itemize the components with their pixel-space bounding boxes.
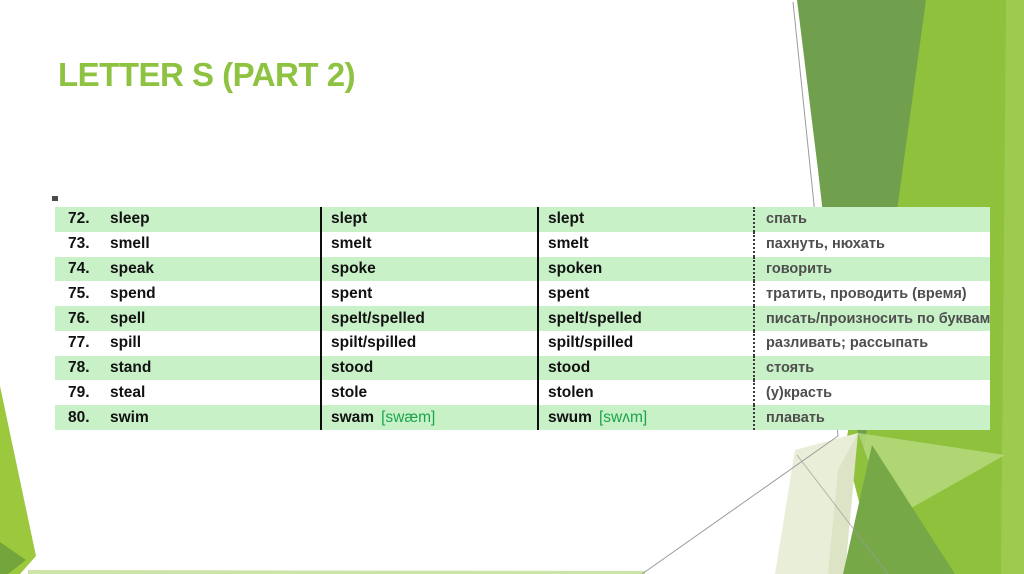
verb-form: spilt/spilled — [548, 334, 634, 352]
verb-form: swam — [331, 408, 375, 426]
cell-number-base: 77. spill — [55, 331, 320, 356]
verb-form: stood — [548, 359, 591, 377]
cell-past-simple: spent — [320, 281, 537, 307]
cell-past-simple: spilt/spilled — [320, 330, 537, 356]
row-number: 74. — [68, 259, 90, 277]
table-row: 76. spell spelt/spelled spelt/spelled писать… — [55, 306, 990, 331]
row-number: 73. — [68, 235, 90, 253]
table-row: 77. spill spilt/spilled spilt/spilled разлив… — [55, 330, 990, 356]
ipa-transcription: [swæm] — [381, 408, 436, 426]
decor-mid-green-triangle — [843, 445, 955, 574]
cell-translation: тратить, проводить (время) — [753, 281, 990, 307]
verb-base: smell — [110, 235, 150, 253]
cell-past-participle: swum [swʌm] — [537, 405, 753, 431]
decor-hairline-lower — [796, 454, 889, 574]
verb-form: spilt/spilled — [331, 334, 417, 352]
cell-translation: плавать — [753, 405, 990, 431]
table-row: 73. smell smelt smelt пахнуть, нюхать — [55, 231, 990, 257]
verb-base: spend — [110, 284, 156, 302]
cell-past-participle: stolen — [537, 380, 753, 406]
decor-left-wedge-corner — [0, 542, 26, 574]
cell-past-simple: smelt — [320, 231, 537, 257]
cell-number-base: 76. spell — [55, 306, 320, 331]
row-number: 79. — [68, 383, 90, 401]
cell-past-participle: spent — [537, 281, 753, 307]
cell-translation: говорить — [753, 256, 990, 282]
verbs-table: 72. sleep slept slept спать 73. smell smelt smel… — [55, 207, 990, 431]
verb-base: spell — [110, 309, 146, 327]
cropped-row-artifact — [52, 196, 58, 201]
verb-form: stole — [331, 383, 368, 401]
table-row: 74. speak spoke spoken говорить — [55, 256, 990, 282]
verb-form: spoke — [331, 259, 376, 277]
cell-past-participle: stood — [537, 355, 753, 381]
cell-past-simple: stole — [320, 380, 537, 406]
row-number: 77. — [68, 334, 90, 352]
cell-number-base: 74. speak — [55, 257, 320, 282]
cell-past-participle: spilt/spilled — [537, 330, 753, 356]
verb-base: spill — [110, 334, 142, 352]
cell-translation: спать — [753, 207, 990, 232]
cell-past-simple: spelt/spelled — [320, 306, 537, 331]
cell-past-simple: stood — [320, 355, 537, 381]
verb-form: spent — [548, 284, 590, 302]
table-row: 80. swim swam [swæm] swum [swʌm] плавать — [55, 405, 990, 431]
verb-form: swum — [548, 408, 592, 426]
cell-translation: пахнуть, нюхать — [753, 231, 990, 257]
cell-number-base: 79. steal — [55, 380, 320, 405]
cell-past-participle: spoken — [537, 256, 753, 282]
verb-base: steal — [110, 383, 146, 401]
cell-past-participle: slept — [537, 207, 753, 232]
cell-past-simple: slept — [320, 207, 537, 232]
cell-translation: (у)красть — [753, 380, 990, 406]
cell-translation: стоять — [753, 355, 990, 381]
ipa-transcription: [swʌm] — [598, 408, 648, 426]
decor-cream-triangle — [775, 433, 858, 574]
decor-hairline-diagonal — [641, 435, 839, 574]
cell-translation: писать/произносить по буквам — [753, 306, 990, 331]
verb-base: speak — [110, 259, 154, 277]
decor-bottom-sliver — [28, 570, 645, 574]
verb-form: smelt — [548, 235, 589, 253]
slide-title: LETTER S (PART 2) — [58, 56, 356, 93]
verb-form: spelt/spelled — [331, 309, 425, 327]
table-row: 78. stand stood stood стоять — [55, 355, 990, 381]
cell-number-base: 72. sleep — [55, 207, 320, 232]
verb-base: stand — [110, 359, 152, 377]
verb-form: spoken — [548, 259, 603, 277]
cell-past-simple: spoke — [320, 256, 537, 282]
verb-base: swim — [110, 408, 149, 426]
verb-form: smelt — [331, 235, 372, 253]
verb-form: slept — [548, 210, 585, 228]
cell-number-base: 73. smell — [55, 232, 320, 257]
row-number: 72. — [68, 210, 90, 228]
cell-translation: разливать; рассыпать — [753, 330, 990, 356]
row-number: 75. — [68, 284, 90, 302]
row-number: 76. — [68, 309, 90, 327]
decor-left-wedge — [0, 386, 36, 574]
table-row: 75. spend spent spent тратить, проводить (вр… — [55, 281, 990, 307]
cell-number-base: 78. stand — [55, 356, 320, 381]
decor-cream-triangle-dark — [828, 433, 858, 574]
cell-number-base: 80. swim — [55, 405, 320, 430]
verb-form: stolen — [548, 383, 594, 401]
cell-number-base: 75. spend — [55, 281, 320, 306]
verb-form: stood — [331, 359, 374, 377]
cell-past-participle: smelt — [537, 231, 753, 257]
table-row: 72. sleep slept slept спать — [55, 207, 990, 232]
verb-form: slept — [331, 210, 368, 228]
table-row: 79. steal stole stolen (у)красть — [55, 380, 990, 406]
verb-base: sleep — [110, 210, 150, 228]
verb-form: spelt/spelled — [548, 309, 642, 327]
row-number: 78. — [68, 359, 90, 377]
verb-form: spent — [331, 284, 373, 302]
row-number: 80. — [68, 408, 90, 426]
cell-past-participle: spelt/spelled — [537, 306, 753, 331]
cell-past-simple: swam [swæm] — [320, 405, 537, 431]
